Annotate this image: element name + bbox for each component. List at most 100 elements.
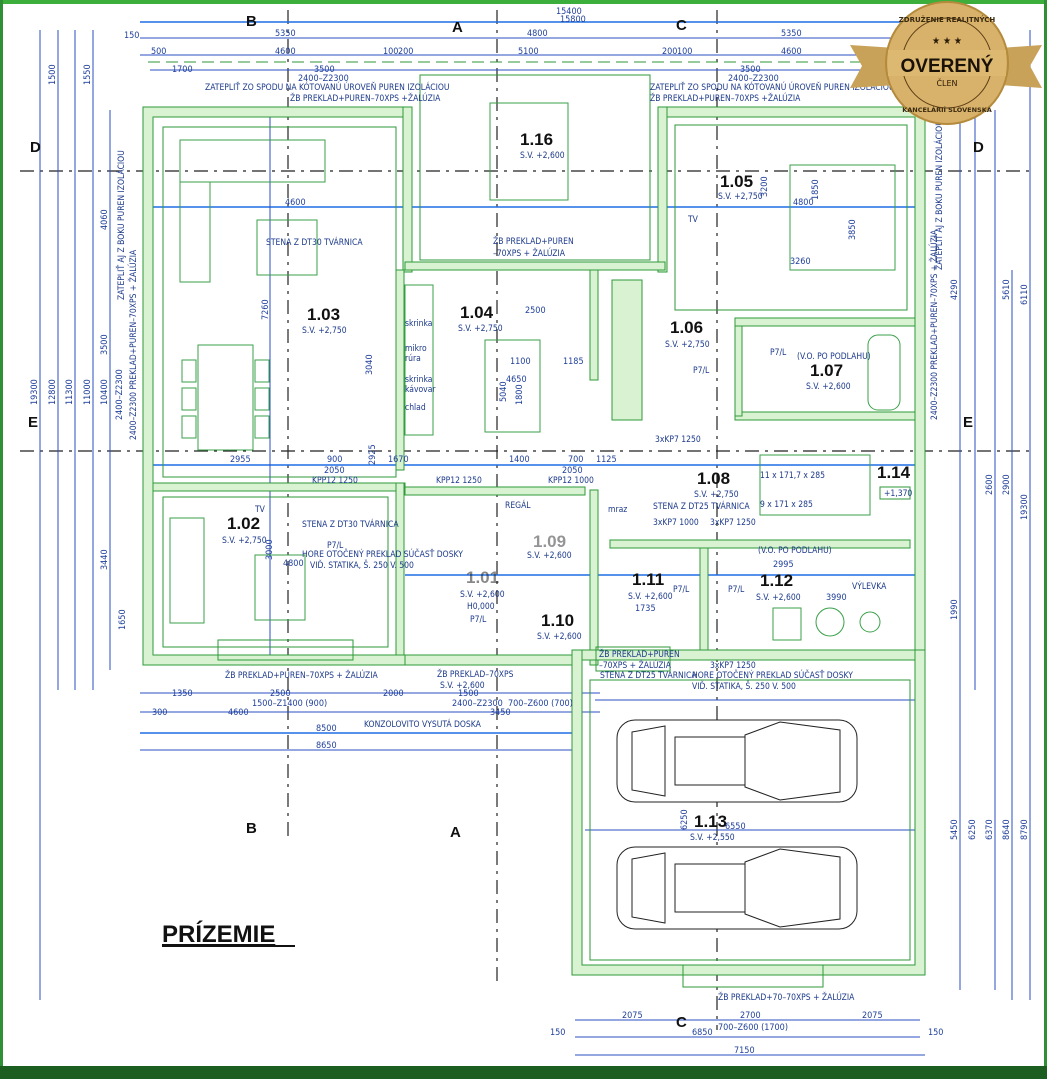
dim: 2050	[562, 466, 583, 476]
dim: 6550	[725, 822, 746, 832]
note: 3xKP7 1250	[655, 435, 701, 445]
note: S.V. +2,600	[440, 681, 485, 691]
dim: 2500	[270, 689, 291, 699]
room-level: S.V. +2,600	[628, 592, 673, 602]
page-title: PRÍZEMIE	[162, 920, 275, 948]
badge-stars: ★ ★ ★	[932, 36, 962, 47]
dim: 1400	[509, 455, 530, 465]
note: 9 x 171 x 285	[760, 500, 813, 510]
dim: 3500	[740, 65, 761, 75]
note: ŽB PREKLAD+PUREN	[599, 648, 680, 660]
room-number: 1.14	[877, 463, 911, 482]
door-tag: P7/L	[728, 585, 745, 595]
note: chlad	[405, 403, 426, 413]
room-number: 1.06	[670, 318, 703, 337]
room-level: S.V. +2,600	[537, 632, 582, 642]
coffee-table	[256, 219, 318, 276]
dim: 900	[327, 455, 342, 465]
dim: 500	[151, 47, 166, 57]
dim: 2600	[985, 474, 995, 495]
verified-member-badge: ZDRUŽENIE REALITNÝCH ★ ★ ★ OVERENÝ ČLEN …	[850, 1, 1042, 125]
terrace-table	[489, 102, 569, 201]
section-e-left: E	[28, 414, 38, 431]
dim: 100	[677, 47, 692, 57]
note: H0,000	[467, 602, 495, 612]
note-box	[595, 646, 671, 672]
dim: 8790	[1020, 819, 1030, 840]
room-number: 1.04	[460, 303, 494, 322]
room-number: 1.03	[307, 305, 340, 324]
dining-table	[197, 344, 254, 451]
armchair-area	[254, 554, 306, 621]
dim: 19300	[30, 379, 40, 405]
dim: 3990	[826, 593, 847, 603]
dimension-texts-bottom: 1350 2500 1500–Z1400 (900) 2000 1500 240…	[152, 689, 943, 1056]
dimension-texts-interior: 4600 7260 2955 900 2050 1670 1400 700 20…	[230, 176, 858, 832]
interior-lines	[148, 61, 920, 988]
dim: 4600	[228, 708, 249, 718]
bed	[789, 164, 896, 271]
dim: 8650	[316, 741, 337, 751]
dim: 1100	[510, 357, 531, 367]
badge-sub-text: ČLEN	[936, 77, 957, 88]
annotations: ZATEPLIŤ ZO SPODU NA KÓTOVANÚ ÚROVEŇ PUR…	[115, 81, 945, 1003]
badge-band	[888, 50, 1006, 76]
room-level: S.V. +2,750	[458, 324, 503, 334]
dim: 150	[550, 1028, 565, 1038]
dim: 6850	[692, 1028, 713, 1038]
note: STENA Z DT30 TVÁRNICA	[302, 518, 399, 530]
right-frame	[1044, 0, 1047, 1079]
dim: 5450	[950, 819, 960, 840]
note: KPP12 1250	[436, 476, 482, 486]
furniture	[169, 102, 901, 641]
section-b-top: B	[246, 13, 257, 30]
dim: 1500	[48, 64, 58, 85]
dim: 5040	[499, 381, 509, 402]
top-frame	[0, 0, 1047, 4]
dim: 3440	[100, 549, 110, 570]
dim: 5610	[1002, 279, 1012, 300]
room-level: S.V. +2,600	[520, 151, 565, 161]
dim: 200	[398, 47, 413, 57]
note: ŽB PREKLAD+PUREN–70XPS +ŽALÚZIA	[290, 92, 441, 104]
dim: 7260	[261, 299, 271, 320]
room-level: S.V. +2,600	[460, 590, 505, 600]
kitchen-table	[484, 339, 541, 433]
dim: 15400	[556, 7, 582, 17]
sofa-side	[179, 181, 211, 283]
dim: 4800	[793, 198, 814, 208]
note: ZATEPLIŤ AJ Z BOKU PUREN IZOLÁCIOU	[115, 150, 127, 300]
dim: 4800	[283, 559, 304, 569]
dim: 2000	[383, 689, 404, 699]
section-a-top: A	[452, 19, 463, 36]
dim: 10400	[100, 379, 110, 405]
section-a-bottom: A	[450, 824, 461, 841]
dim: 700	[568, 455, 583, 465]
dim: 6370	[985, 819, 995, 840]
dim: 6250	[680, 809, 690, 830]
door-tag: P7/L	[693, 366, 710, 376]
dim: 1500	[458, 689, 479, 699]
dim: 2955	[230, 455, 251, 465]
dim: 2075	[622, 1011, 643, 1021]
note: 11 x 171,7 x 285	[760, 471, 825, 481]
sofa	[179, 139, 326, 183]
dim: 4290	[950, 279, 960, 300]
dim: 1550	[83, 64, 93, 85]
room-level: S.V. +2,600	[527, 551, 572, 561]
level-box	[879, 486, 911, 500]
note: VIĎ. STATIKA, Š. 250 V. 500	[692, 680, 796, 692]
dim: 6250	[968, 819, 978, 840]
section-c-bottom: C	[676, 1014, 687, 1031]
door-tag: P7/L	[673, 585, 690, 595]
note: STENA Z DT25 TVÁRNICA	[653, 500, 750, 512]
dim: 11000	[83, 379, 93, 405]
note: mikro	[405, 344, 427, 354]
room-number: 1.07	[810, 361, 843, 380]
dim: 1650	[118, 609, 128, 630]
bathtub	[867, 334, 901, 411]
dim: 3500	[314, 65, 335, 75]
room-level: S.V. +2,750	[694, 490, 739, 500]
note: 3xKP7 1250	[710, 518, 756, 528]
dimension-lines	[39, 21, 1031, 1056]
